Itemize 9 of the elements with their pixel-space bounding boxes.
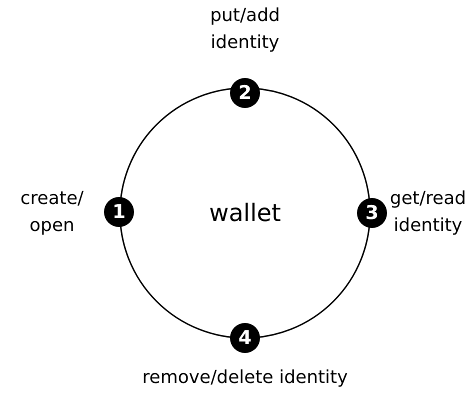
step-caption: get/read identity xyxy=(388,187,468,238)
step-number-badge: 3 xyxy=(357,198,387,228)
step-number-badge: 1 xyxy=(104,197,134,227)
step-number-badge: 2 xyxy=(230,78,260,108)
step-caption: create/ open xyxy=(19,187,85,238)
step-caption: put/add identity xyxy=(209,4,281,55)
step-caption: remove/delete identity xyxy=(141,366,349,390)
step-number-badge: 4 xyxy=(230,323,260,353)
circle-label: wallet xyxy=(209,199,281,227)
